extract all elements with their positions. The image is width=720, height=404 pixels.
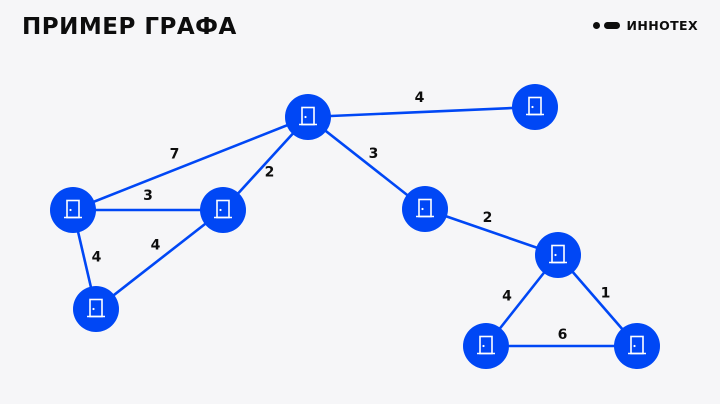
page-title: ПРИМЕР ГРАФА [22,14,237,40]
edge-weight-label: 2 [265,165,275,181]
edge-weight-label: 7 [170,147,180,163]
graph-edge-n1-n3 [72,115,309,212]
graph-node-n9 [614,323,660,369]
logo-pill-icon [604,22,621,29]
door-icon [64,199,82,219]
logo-dot-icon [593,22,601,29]
node-circle [535,232,581,278]
door-icon [87,298,105,318]
door-icon [214,199,232,219]
door-icon [477,335,495,355]
door-icon [299,106,317,126]
graph-node-n5 [402,186,448,232]
graph-edges [71,105,638,348]
edge-weight-label: 4 [151,238,161,254]
graph-node-n6 [535,232,581,278]
edge-weight-label: 3 [369,146,379,162]
edge-weight-label: 4 [92,250,102,266]
node-circle [50,187,96,233]
graph-node-n7 [73,286,119,332]
graph-node-n8 [463,323,509,369]
edge-weight-label: 4 [415,90,425,106]
graph-node-n2 [512,84,558,130]
graph-edge-n5-n6 [424,207,559,257]
edge-weight-label: 4 [502,289,512,305]
logo-text: ИННОТЕХ [626,18,698,33]
node-circle [285,94,331,140]
brand-logo: ИННОТЕХ [593,18,698,33]
door-icon [628,335,646,355]
edge-weight-label: 3 [143,188,153,204]
graph-node-n4 [200,187,246,233]
graph-edge-n1-n2 [307,105,536,119]
node-circle [73,286,119,332]
node-circle [614,323,660,369]
graph-node-n3 [50,187,96,233]
edge-weight-label: 2 [483,210,493,226]
edge-weight-label: 1 [601,286,611,302]
node-circle [200,187,246,233]
graph-edge-n1-n5 [307,115,426,211]
door-icon [549,244,567,264]
graph-node-n1 [285,94,331,140]
edge-weight-label: 6 [558,327,568,343]
node-circle [463,323,509,369]
graph-edge-n4-n7 [95,208,224,311]
door-icon [416,198,434,218]
node-circle [402,186,448,232]
node-circle [512,84,558,130]
graph-nodes [50,84,660,369]
graph-edge-weights: 4 7 2 3 3 4 4 2 4 1 6 [92,90,611,343]
door-icon [526,96,544,116]
